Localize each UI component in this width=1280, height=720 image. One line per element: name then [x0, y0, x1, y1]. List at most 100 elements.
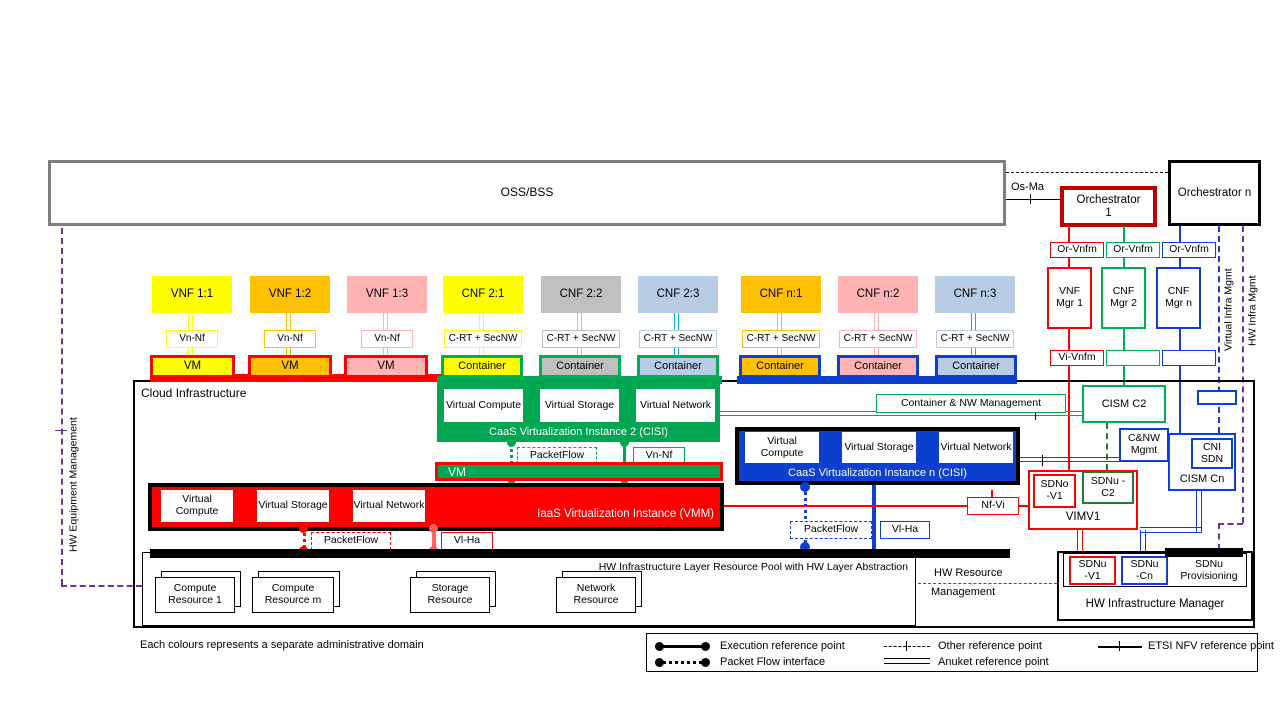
- unit-box-7: Container: [739, 355, 821, 378]
- cnf-mgr-n-box: CNF Mgr n: [1156, 267, 1201, 329]
- iaas-packetflow-line: [303, 528, 306, 554]
- nf-vi-line: [724, 505, 1029, 507]
- sdnu-provisioning-label: SDNu Provisioning: [1180, 557, 1238, 582]
- caasn-virtual-network: Virtual Network: [938, 431, 1014, 464]
- nf-vi-label: Nf-Vi: [967, 497, 1019, 515]
- admin-domain-note: Each colours represents a separate admin…: [140, 639, 424, 651]
- unit-box-9: Container: [935, 355, 1017, 378]
- compute-resource-1: Compute Resource 1: [155, 577, 235, 613]
- ref-label-9: C-RT + SecNW: [936, 330, 1014, 348]
- caas2-virtual-compute: Virtual Compute: [444, 389, 523, 422]
- legend-box: [646, 633, 1258, 672]
- cism-c2-sdnu-dashed-line: [1106, 423, 1108, 470]
- iaas-vlha-label: Vl-Ha: [441, 532, 493, 550]
- sdnu-provisioning-bar: [1165, 548, 1243, 557]
- vm-bar-label: VM: [448, 464, 466, 479]
- caas2-title: CaaS Virtualization Instance 2 (CISI): [489, 425, 668, 438]
- caas2-domain-bar: [437, 376, 722, 384]
- vimv1-label: VIMV1: [1065, 511, 1101, 524]
- or-vnfm-label-green: Or-Vnfm: [1106, 242, 1160, 258]
- legend-packetflow-dot-right: [701, 658, 710, 667]
- caasn-virtual-storage: Virtual Storage: [841, 431, 917, 464]
- ref-label-1: Vn-Nf: [166, 330, 218, 348]
- os-ma-label: Os-Ma: [1011, 181, 1044, 193]
- caasn-vlha-line: [872, 485, 876, 549]
- caasn-domain-bar: [737, 376, 1017, 384]
- legend-packetflow-label: Packet Flow interface: [720, 656, 826, 668]
- storage-resource: Storage Resource: [410, 577, 490, 613]
- vnf-mgr-1-box: VNF Mgr 1: [1047, 267, 1092, 329]
- hw-equipment-mgmt-label: HW Equipment Management: [67, 417, 80, 553]
- iaas-virtual-storage: Virtual Storage: [256, 489, 330, 523]
- container-nw-tick: [1035, 409, 1036, 420]
- oss-bss-box: OSS/BSS: [48, 160, 1006, 226]
- caasn-packetflow-line: [804, 485, 807, 549]
- iaas-box: [148, 483, 724, 531]
- hw-equipment-mgmt-tick: [55, 430, 67, 431]
- legend-anuket-label: Anuket reference point: [938, 656, 1049, 668]
- caas2-virtual-storage: Virtual Storage: [540, 389, 619, 422]
- cism-c2-box: CISM C2: [1082, 385, 1166, 423]
- hw-infra-manager-title: HW Infrastructure Manager: [1085, 597, 1225, 610]
- vm-bar: VM: [435, 462, 723, 481]
- vi-vnfm-label: Vi-Vnfm: [1050, 350, 1104, 366]
- nf-box-8: CNF n:2: [838, 276, 918, 313]
- caas2-vnnf-dot-top: [620, 438, 629, 447]
- os-ma-tick: [1030, 194, 1031, 204]
- unit-box-2: VM: [248, 355, 332, 378]
- caasn-title: CaaS Virtualization Instance n (CISI): [788, 467, 967, 480]
- caas2-packetflow-dot-top: [507, 438, 516, 447]
- cnw-mgmt-box: C&NW Mgmt: [1119, 428, 1169, 462]
- orchestrator-n-box: Orchestrator n: [1168, 160, 1261, 226]
- caasn-packetflow-label: PacketFlow: [790, 521, 872, 539]
- cismcn-sdnucn-line-v1: [1196, 491, 1202, 532]
- legend-execution-label: Execution reference point: [720, 640, 845, 652]
- iaas-vlha-dot-top: [429, 524, 438, 533]
- nf-box-4: CNF 2:1: [443, 276, 523, 313]
- ref-label-3: Vn-Nf: [361, 330, 413, 348]
- cni-sdn-box: CNI SDN: [1191, 438, 1233, 469]
- vi-vnfm-empty-blue: [1162, 350, 1216, 366]
- legend-etsi-label: ETSI NFV reference point: [1148, 640, 1274, 652]
- hw-abstraction-bar: [150, 549, 1010, 558]
- iaas-virtual-network: Virtual Network: [352, 489, 426, 523]
- ref-label-6: C-RT + SecNW: [639, 330, 717, 348]
- legend-execution-line: [658, 645, 708, 648]
- unit-box-3: VM: [344, 355, 428, 378]
- caasn-vlha-label: Vl-Ha: [880, 521, 930, 539]
- oss-orchn-dashed-line: [1006, 172, 1168, 173]
- unit-box-8: Container: [837, 355, 919, 378]
- legend-anuket-line: [884, 658, 930, 664]
- legend-etsi-line: [1098, 646, 1142, 648]
- ref-label-2: Vn-Nf: [264, 330, 316, 348]
- hw-infra-mgmt-line-v1: [1242, 226, 1244, 523]
- iaas-domain-bar: [150, 374, 458, 382]
- unit-box-1: VM: [150, 355, 235, 378]
- sdnu-v1-box: SDNu -V1: [1069, 556, 1116, 585]
- virtual-infra-empty-box: [1197, 390, 1237, 405]
- hw-resource-mgmt-label-2: Management: [931, 586, 996, 598]
- or-vnfm-label-red: Or-Vnfm: [1050, 242, 1104, 258]
- caasn-virtual-compute: Virtual Compute: [744, 431, 820, 464]
- hw-pool-title: HW Infrastructure Layer Resource Pool wi…: [598, 561, 908, 573]
- hw-infra-mgmt-line-h: [1218, 523, 1243, 525]
- legend-other-tick: [906, 641, 907, 651]
- virtual-infra-mgmt-label: Virtual Infra Mgmt: [1222, 268, 1235, 352]
- iaas-title: IaaS Virtualization Instance (VMM): [537, 508, 714, 520]
- legend-execution-dot-right: [701, 642, 710, 651]
- nf-box-9: CNF n:3: [935, 276, 1015, 313]
- cismcn-sdnucn-line-v2: [1140, 530, 1146, 554]
- legend-packetflow-dot-left: [655, 658, 664, 667]
- container-nw-mgmt-label: Container & NW Management: [876, 394, 1066, 413]
- legend-other-line: [884, 646, 930, 647]
- network-resource: Network Resource: [556, 577, 636, 613]
- caasn-packetflow-dot-bottom: [800, 542, 810, 552]
- cism-cn-label: CISM Cn: [1179, 472, 1225, 485]
- caas2-virtual-network: Virtual Network: [636, 389, 715, 422]
- hw-infra-mgmt-label: HW Infra Mgmt: [1246, 275, 1259, 346]
- iaas-vlha-line: [432, 528, 436, 554]
- cismcn-sdnucn-line-h: [1140, 527, 1202, 533]
- ref-label-5: C-RT + SecNW: [542, 330, 620, 348]
- sdnu-c2-box: SDNu -C2: [1082, 471, 1134, 504]
